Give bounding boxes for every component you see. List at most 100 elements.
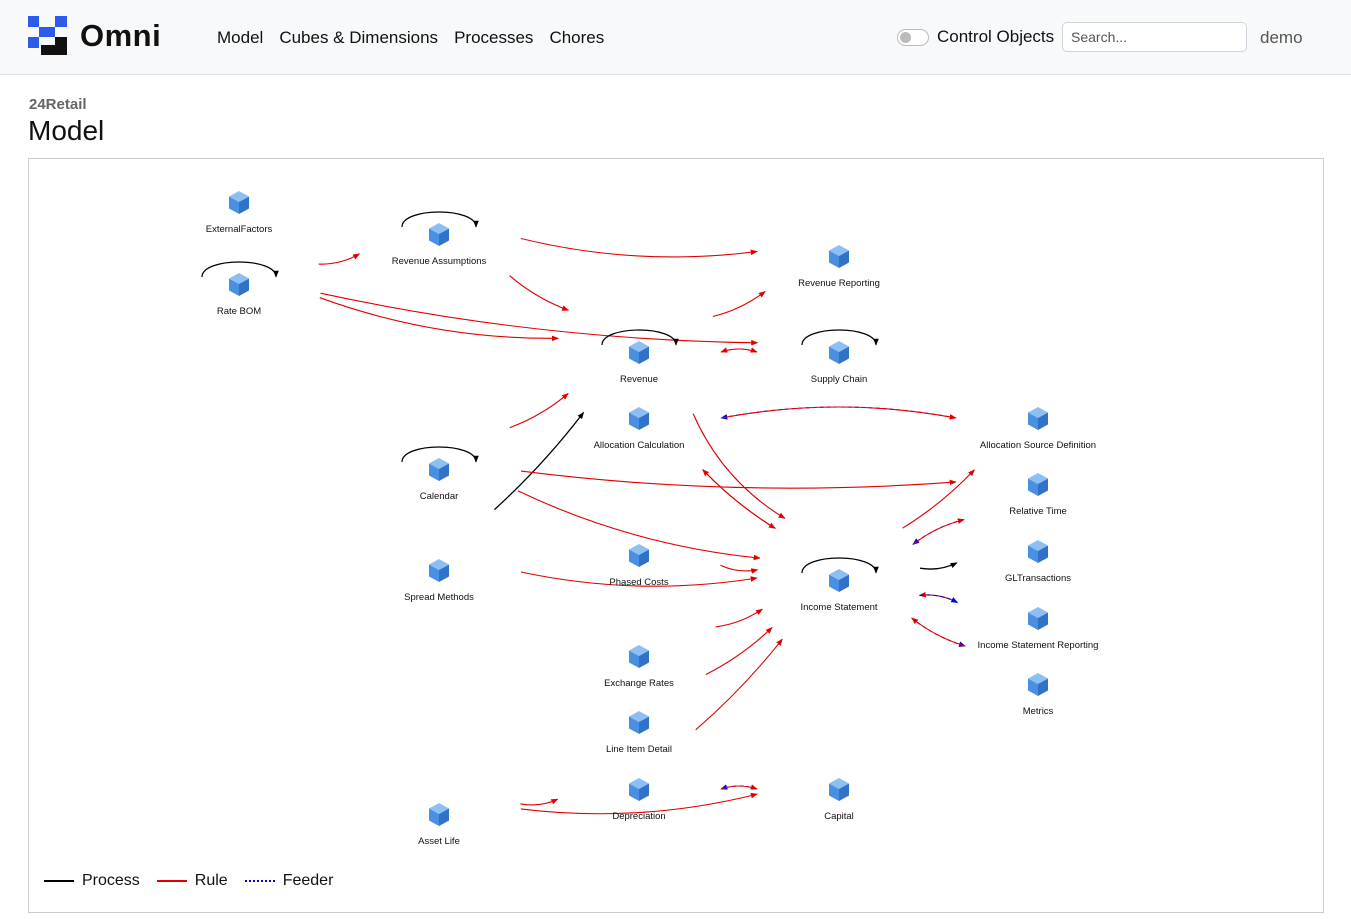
legend-label-feeder: Feeder <box>282 872 334 889</box>
cube-icon <box>629 778 649 801</box>
cube-node-exchange-rates[interactable]: Exchange Rates <box>604 645 674 689</box>
edge-rule-exchange-rates-to-income-statement[interactable] <box>715 608 763 628</box>
self-loop-income-statement[interactable] <box>801 557 879 574</box>
legend-item-rule: Rule <box>156 872 228 890</box>
edge-rule-spread-methods-to-income-statement[interactable] <box>520 571 758 587</box>
edge-rule-phased-costs-to-income-statement[interactable] <box>720 564 759 574</box>
edge-rule-asset-life-to-depreciation[interactable] <box>520 798 559 806</box>
edge-rule-calendar-to-revenue[interactable] <box>509 392 569 429</box>
edge-feeder-relative-time-to-income-statement[interactable] <box>912 519 965 545</box>
edge-rule-revenue-to-revenue-reporting[interactable] <box>712 291 766 318</box>
edge-feeder-income-statement-to-income-statement-reporting[interactable] <box>919 594 959 604</box>
edge-rule-depreciation-to-income-statement[interactable] <box>695 638 783 731</box>
cube-icon <box>629 711 649 734</box>
cube-node-calendar[interactable]: Calendar <box>420 458 459 502</box>
edge-rule-rate-bom-to-revenue-assumptions[interactable] <box>318 253 361 265</box>
edge-rule-income-statement-to-allocation-calculation[interactable] <box>702 469 776 529</box>
control-objects-label: Control Objects <box>937 27 1055 46</box>
self-loop-revenue[interactable] <box>601 329 679 346</box>
cube-node-spread-methods[interactable]: Spread Methods <box>404 559 474 603</box>
edge-process-income-statement-to-gltransactions[interactable] <box>919 562 958 570</box>
cube-node-rate-bom[interactable]: Rate BOM <box>217 273 261 317</box>
edge-rule-revenue-assumptions-to-revenue-reporting[interactable] <box>520 237 758 258</box>
legend-item-feeder: Feeder <box>244 872 334 890</box>
legend-swatch-rule <box>156 880 187 882</box>
edge-rule-revenue-to-supply-chain[interactable] <box>720 347 758 353</box>
legend-label-process: Process <box>82 872 140 889</box>
cube-label: Revenue Assumptions <box>392 256 487 267</box>
edge-feeder-income-statement-to-metrics[interactable] <box>911 617 966 647</box>
cube-node-revenue[interactable]: Revenue <box>620 341 658 385</box>
cube-node-revenue-reporting[interactable]: Revenue Reporting <box>798 245 880 289</box>
cube-node-income-statement[interactable]: Income Statement <box>800 569 878 613</box>
cube-label: Depreciation <box>612 811 665 822</box>
cube-node-income-statement-reporting[interactable]: Income Statement Reporting <box>978 607 1099 651</box>
search-input[interactable] <box>1062 22 1247 52</box>
cube-label: Allocation Source Definition <box>980 440 1096 451</box>
cube-node-phased-costs[interactable]: Phased Costs <box>609 544 669 588</box>
nav-chores[interactable]: Chores <box>549 28 605 47</box>
cube-node-gltransactions[interactable]: GLTransactions <box>1005 540 1071 584</box>
cube-label: Relative Time <box>1009 506 1067 517</box>
edge-rule-income-statement-to-allocation-source-definition[interactable] <box>902 469 975 529</box>
edge-rule-line-item-detail-to-income-statement[interactable] <box>705 627 773 675</box>
cube-icon <box>429 559 449 582</box>
cube-node-allocation-source-definition[interactable]: Allocation Source Definition <box>980 407 1096 451</box>
cube-node-relative-time[interactable]: Relative Time <box>1009 473 1067 517</box>
edge-rule-calendar-to-relative-time[interactable] <box>520 470 957 489</box>
cube-label: Rate BOM <box>217 306 261 317</box>
cube-label: Revenue <box>620 374 658 385</box>
control-objects-toggle[interactable] <box>897 28 929 46</box>
cube-node-metrics[interactable]: Metrics <box>1023 673 1054 717</box>
cube-node-externalfactors[interactable]: ExternalFactors <box>206 191 273 235</box>
edge-rule-income-statement-reporting-to-income-statement[interactable] <box>918 591 958 604</box>
cube-node-asset-life[interactable]: Asset Life <box>418 803 460 847</box>
cube-node-depreciation[interactable]: Depreciation <box>612 778 666 822</box>
self-loop-revenue-assumptions[interactable] <box>401 211 479 228</box>
edge-rule-rate-bom-to-supply-chain[interactable] <box>320 292 759 346</box>
legend-swatch-process <box>44 880 74 882</box>
cube-label: Spread Methods <box>404 592 474 603</box>
cube-node-supply-chain[interactable]: Supply Chain <box>811 341 868 385</box>
self-loop-supply-chain[interactable] <box>801 329 879 346</box>
edge-rule-revenue-assumptions-to-revenue[interactable] <box>509 275 570 311</box>
cube-label: GLTransactions <box>1005 573 1071 584</box>
cube-icon <box>1028 407 1048 430</box>
cube-node-line-item-detail[interactable]: Line Item Detail <box>606 711 672 755</box>
cube-icon <box>429 223 449 246</box>
cube-label: Income Statement <box>800 602 877 613</box>
cube-node-capital[interactable]: Capital <box>824 778 854 822</box>
legend: Process Rule Feeder <box>44 872 350 890</box>
toggle-knob <box>900 31 911 43</box>
cube-label: Revenue Reporting <box>798 278 880 289</box>
nav-cubes-dimensions[interactable]: Cubes & Dimensions <box>279 28 439 47</box>
edge-rule-revenue-to-income-statement[interactable] <box>692 413 786 519</box>
user-menu[interactable]: demo <box>1260 28 1303 47</box>
cube-icon <box>429 458 449 481</box>
main-nav: Model Cubes & Dimensions Processes Chore… <box>217 28 604 48</box>
edge-rule-allocation-calculation-to-income-statement[interactable] <box>702 469 776 529</box>
edge-rule-income-statement-to-relative-time[interactable] <box>912 518 965 545</box>
self-loop-calendar[interactable] <box>401 446 479 463</box>
cube-node-allocation-calculation[interactable]: Allocation Calculation <box>594 407 685 451</box>
self-loop-rate-bom[interactable] <box>201 261 279 278</box>
edge-rule-rate-bom-to-revenue[interactable] <box>319 297 559 342</box>
edge-rule-depreciation-to-capital[interactable] <box>720 784 758 790</box>
brand[interactable]: Omni <box>28 16 161 55</box>
edge-process-spread-methods-to-revenue[interactable] <box>493 411 585 511</box>
nav-model[interactable]: Model <box>217 28 264 47</box>
edge-rule-asset-life-to-capital[interactable] <box>520 792 758 815</box>
edge-rule-metrics-to-income-statement[interactable] <box>911 617 966 647</box>
cube-label: Supply Chain <box>811 374 868 385</box>
edge-rule-calendar-to-income-statement[interactable] <box>517 490 761 561</box>
cube-icon <box>1028 607 1048 630</box>
cube-icon <box>1028 540 1048 563</box>
nav-processes[interactable]: Processes <box>454 28 534 47</box>
edge-rule-allocation-calculation-to-allocation-source-definition[interactable] <box>720 406 957 420</box>
cube-node-revenue-assumptions[interactable]: Revenue Assumptions <box>392 223 487 267</box>
edges-layer <box>201 211 975 815</box>
top-navbar: Omni Model Cubes & Dimensions Processes … <box>0 0 1351 75</box>
